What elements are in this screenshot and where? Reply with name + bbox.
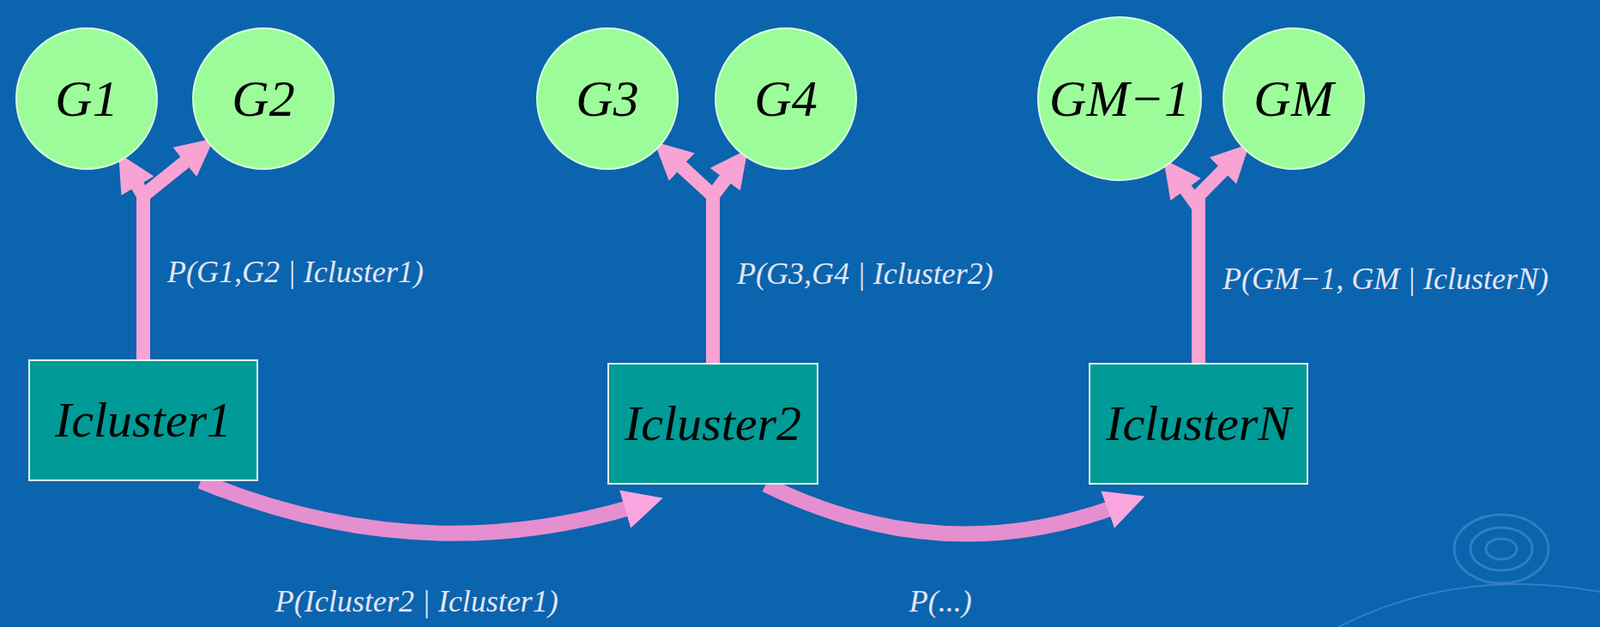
node-text: GM: [1253, 70, 1334, 127]
probability-label: P(Icluster2 | Icluster1): [275, 585, 559, 620]
ripple-rings: [1338, 514, 1600, 627]
probability-label: P(GM−1, GM | IclusterN): [1222, 262, 1549, 297]
probability-label: P(...): [909, 585, 973, 620]
probability-arrow: [200, 481, 633, 534]
node-text: G1: [54, 70, 118, 127]
gene-circle: G4: [714, 27, 858, 170]
gene-circle: GM−1: [1037, 16, 1203, 182]
cluster-box: Icluster2: [607, 362, 819, 485]
node-text: IclusterN: [1105, 396, 1292, 452]
node-text: G4: [754, 70, 817, 127]
probability-label: P(G3,G4 | Icluster2): [736, 257, 994, 292]
cluster-box: IclusterN: [1088, 362, 1309, 485]
gene-circle: G1: [15, 27, 158, 170]
probability-arrow: [712, 173, 730, 363]
node-text: Icluster1: [54, 392, 232, 448]
gene-circle: G2: [192, 27, 335, 170]
gene-circle: GM: [1222, 27, 1365, 170]
gene-circle: G3: [536, 27, 679, 170]
node-text: G2: [231, 70, 295, 127]
cluster-box: Icluster1: [28, 359, 259, 482]
node-text: G3: [575, 70, 639, 127]
node-text: GM−1: [1049, 70, 1190, 127]
node-text: Icluster2: [624, 396, 802, 452]
probability-arrow: [766, 484, 1116, 534]
probability-label: P(G1,G2 | Icluster1): [167, 255, 424, 290]
